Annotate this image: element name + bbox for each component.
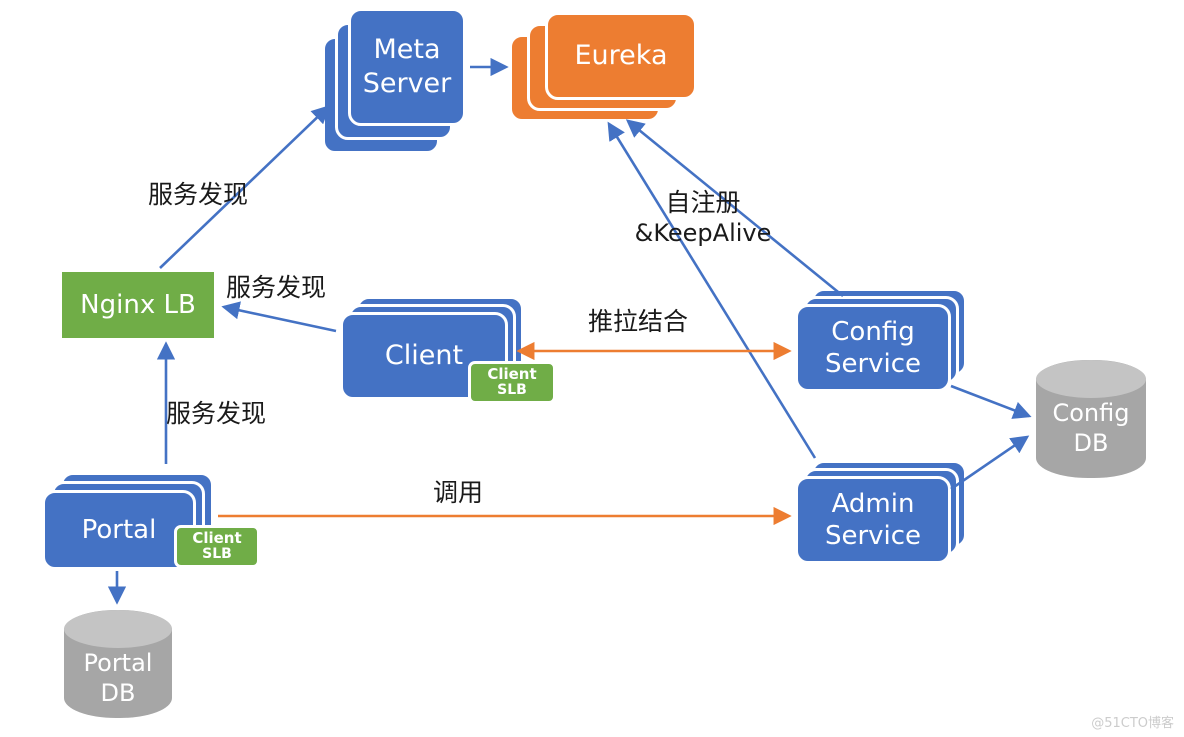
portal-node: Portal — [42, 472, 214, 570]
config-db-label: Config DB — [1052, 399, 1130, 457]
portal-slb-line1: Client — [192, 529, 242, 548]
config-service-card: Config Service — [795, 304, 951, 392]
watermark: @51CTO博客 — [1091, 716, 1174, 731]
client-node: Client — [340, 296, 524, 400]
edge-admin-to-eureka — [607, 121, 817, 459]
label-push-pull: 推拉结合 — [588, 307, 689, 336]
client-slb-badge: Client SLB — [468, 361, 556, 404]
meta-server-label: Meta Server — [362, 34, 452, 99]
config-service-label: Config Service — [824, 316, 922, 380]
portal-slb-line2: SLB — [202, 546, 232, 563]
meta-server-card: Meta Server — [348, 8, 466, 126]
edge-client-to-nginx — [221, 301, 337, 333]
edge-config-to-configdb — [950, 384, 1032, 419]
config-service-node: Config Service — [795, 288, 967, 392]
client-slb-line2: SLB — [497, 382, 527, 399]
label-invoke: 调用 — [433, 478, 484, 507]
label-service-discovery-bottom: 服务发现 — [166, 399, 267, 428]
client-label: Client — [384, 340, 464, 372]
eureka-label: Eureka — [574, 40, 668, 72]
admin-service-card: Admin Service — [795, 476, 951, 564]
label-service-discovery-top: 服务发现 — [148, 180, 249, 209]
portal-db-node: Portal DB — [64, 610, 172, 718]
config-db-node: Config DB — [1036, 360, 1146, 478]
nginx-lb-node: Nginx LB — [62, 272, 214, 338]
client-slb-line1: Client — [487, 365, 537, 384]
label-self-register: 自注册 &KeepAlive — [634, 188, 772, 247]
eureka-card: Eureka — [545, 12, 697, 100]
nginx-lb-label: Nginx LB — [80, 290, 196, 320]
label-service-discovery-mid: 服务发现 — [226, 273, 327, 302]
admin-service-label: Admin Service — [824, 488, 922, 552]
portal-slb-badge: Client SLB — [174, 525, 260, 568]
admin-service-node: Admin Service — [795, 460, 967, 564]
portal-label: Portal — [81, 514, 157, 545]
portal-card: Portal — [42, 490, 196, 570]
meta-server-node: Meta Server — [322, 8, 466, 154]
eureka-node: Eureka — [509, 12, 697, 122]
portal-db-label: Portal DB — [83, 649, 153, 707]
